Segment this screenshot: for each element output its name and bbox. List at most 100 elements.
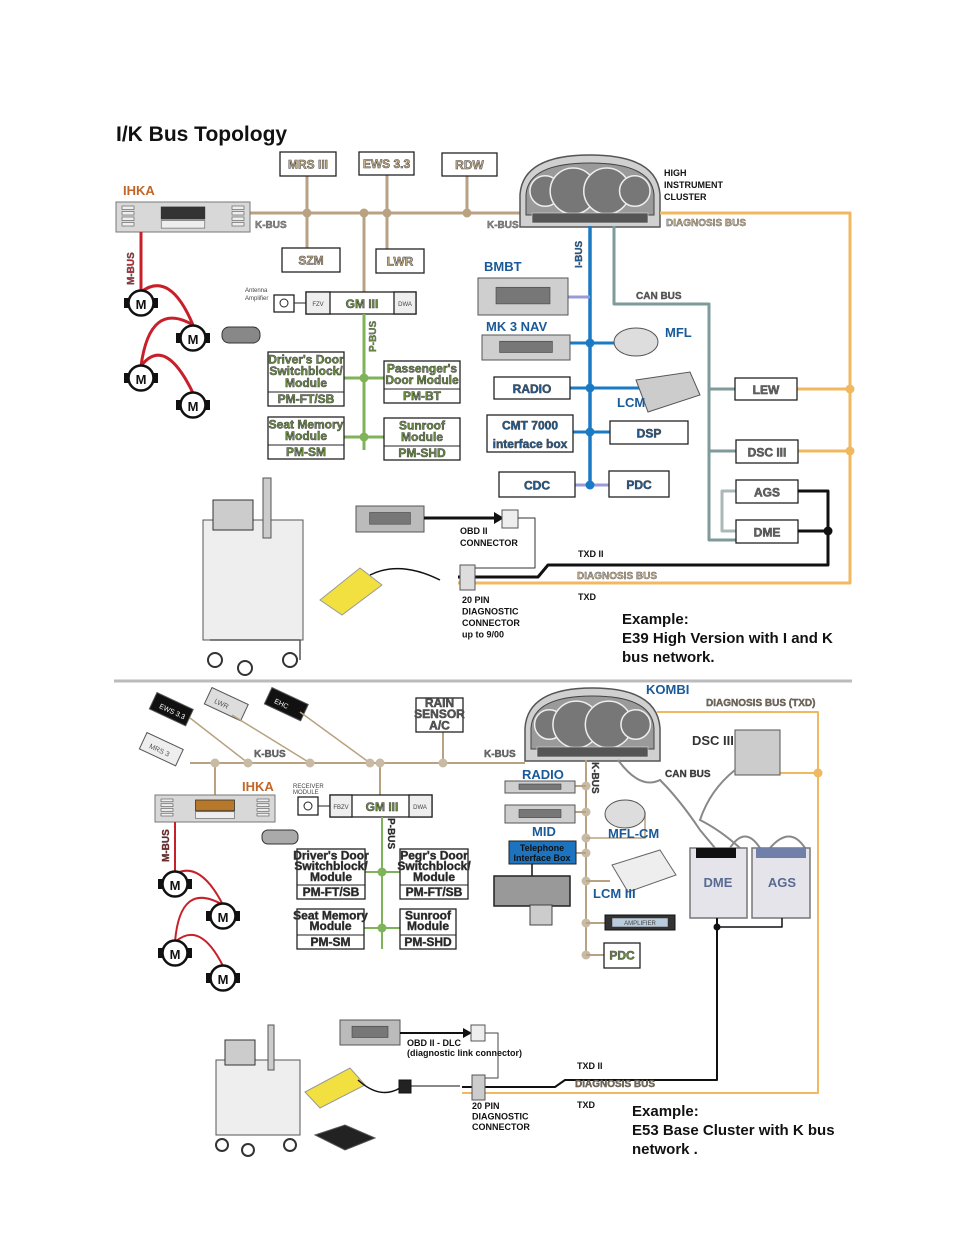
- cart-wheel: [282, 652, 298, 668]
- cart-monitor: [212, 499, 254, 531]
- ags-dme-link: [720, 489, 736, 533]
- bus-junction-dot: [359, 208, 369, 218]
- panel-button: [160, 220, 206, 229]
- radio-cd-device-face: [518, 809, 562, 818]
- receiver-label: MODULE: [293, 790, 319, 796]
- p-bus-label: P-BUS: [368, 321, 379, 352]
- panel-button: [231, 216, 245, 221]
- antenna-amplifier: [273, 294, 295, 313]
- p-bus-label: P-BUS: [385, 818, 396, 849]
- 20-pin-label: 20 PIN: [472, 1101, 500, 1111]
- cart-wheel: [283, 1138, 297, 1152]
- panel-button: [231, 205, 245, 210]
- pdc-module: [603, 942, 641, 969]
- ews-module: [358, 151, 415, 176]
- lcm-iii-label: LCM III: [593, 886, 636, 901]
- panel-button: [121, 205, 135, 210]
- szm-module: [281, 247, 341, 273]
- dsc-iii-unit: [734, 729, 781, 776]
- txd-label: TXD: [577, 1100, 596, 1110]
- obd-label: OBD II: [460, 526, 488, 536]
- cluster-label: INSTRUMENT: [664, 180, 723, 190]
- antenna-icon: [303, 801, 313, 811]
- bus-junction-dot: [377, 867, 387, 877]
- 20-pin-label: CONNECTOR: [462, 618, 520, 628]
- pegr-door-module-label: PM-FT/SB: [406, 885, 463, 899]
- example-heading: Example:: [622, 611, 689, 628]
- motor-icon: [127, 364, 155, 392]
- txd-ii-line: [458, 489, 830, 579]
- ags-connector: [756, 848, 806, 858]
- drivers-door-module-label: Driver's Door: [268, 352, 344, 366]
- drivers-door-module-label: PM-FT/SB: [303, 885, 360, 899]
- panel-button: [231, 222, 245, 227]
- radio-module: [493, 376, 571, 400]
- panel-button: [256, 808, 270, 812]
- bmbt-device-face: [495, 286, 551, 305]
- obd-label: (diagnostic link connector): [407, 1048, 522, 1058]
- seat-memory-module-label: Seat Memory: [269, 417, 344, 431]
- pegr-door-module-label: Pegr's Door: [400, 849, 468, 863]
- can-bus-label: CAN BUS: [636, 291, 682, 302]
- rain-sensor-ac-module-label: RAIN: [425, 696, 454, 710]
- pegr-door-module-label: Switchblock/: [397, 859, 471, 873]
- lcm-device: [635, 371, 701, 413]
- bus-junction-dot: [845, 384, 855, 394]
- antenna-label: Amplifier: [245, 296, 268, 302]
- gauge-icon: [618, 174, 651, 208]
- dsc-iii-module: [735, 439, 799, 464]
- rain-sensor-ac-module: [415, 697, 464, 733]
- drivers-door-module-label: Module: [310, 870, 352, 884]
- panel-button: [231, 211, 245, 216]
- bus-junction-dot: [438, 758, 448, 768]
- 20-pin-label: up to 9/00: [462, 630, 504, 640]
- gm-iii-label: GM III: [346, 297, 379, 311]
- cart-base: [210, 639, 301, 660]
- diagnosis-bus-txd-label: DIAGNOSIS BUS (TXD): [706, 698, 815, 709]
- device-body: [263, 686, 309, 722]
- gauge-icon: [620, 709, 652, 740]
- seat-memory-module-label: Seat Memory: [293, 909, 368, 923]
- rdw-module-label: RDW: [455, 158, 484, 172]
- motor-label: M: [170, 878, 181, 893]
- mfl-steering-wheel-icon: [604, 799, 646, 829]
- k-bus-label: K-BUS: [255, 220, 287, 231]
- motor-icon: [179, 324, 207, 352]
- bus-junction-dot: [302, 208, 312, 218]
- ihka-label: IHKA: [242, 779, 274, 794]
- obd-ii-connector: [501, 509, 519, 529]
- bus-junction-dot: [462, 208, 472, 218]
- bus-junction-dot: [823, 526, 833, 536]
- motor-label: M: [188, 332, 199, 347]
- sunroof-module-label: PM-SHD: [398, 446, 446, 460]
- panel-button: [256, 798, 270, 803]
- telephone-label: Telephone: [520, 843, 564, 853]
- example-description: E53 Base Cluster with K bus: [632, 1122, 835, 1139]
- obd-ii-dlc-connector: [470, 1024, 486, 1042]
- yellow-diagnostic-tester: [304, 1067, 366, 1109]
- cmt-7000-interface-box-label: CMT 7000: [502, 418, 558, 432]
- txd-ii-label: TXD II: [577, 1061, 603, 1071]
- sunroof-module: [399, 908, 457, 950]
- k-bus-label: K-BUS: [254, 749, 286, 760]
- cart-wheel: [241, 1143, 255, 1157]
- sunroof-module-label: Sunroof: [399, 418, 446, 432]
- 20-pin-connector: [471, 1074, 486, 1101]
- mk3-nav-device-face: [499, 340, 553, 353]
- drivers-door-module-label: Switchblock/: [269, 364, 343, 378]
- bus-junction-dot: [585, 427, 595, 437]
- adapter-plug: [398, 1079, 412, 1094]
- motor-label: M: [218, 972, 229, 987]
- device-body: [203, 686, 249, 722]
- bus-junction-dot: [585, 480, 595, 490]
- m-bus-label: M-BUS: [161, 829, 172, 862]
- motor-label: M: [218, 910, 229, 925]
- can-bus-line: [612, 226, 736, 542]
- bus-junction-dot: [375, 758, 385, 768]
- seat-memory-module: [296, 908, 365, 950]
- k-bus-device: LWR: [203, 686, 249, 722]
- drivers-door-module-label: Driver's Door: [293, 849, 369, 863]
- k-bus-label: K-BUS: [484, 749, 516, 760]
- device-body: [138, 731, 184, 767]
- gm-iii-label: GM III: [366, 800, 399, 814]
